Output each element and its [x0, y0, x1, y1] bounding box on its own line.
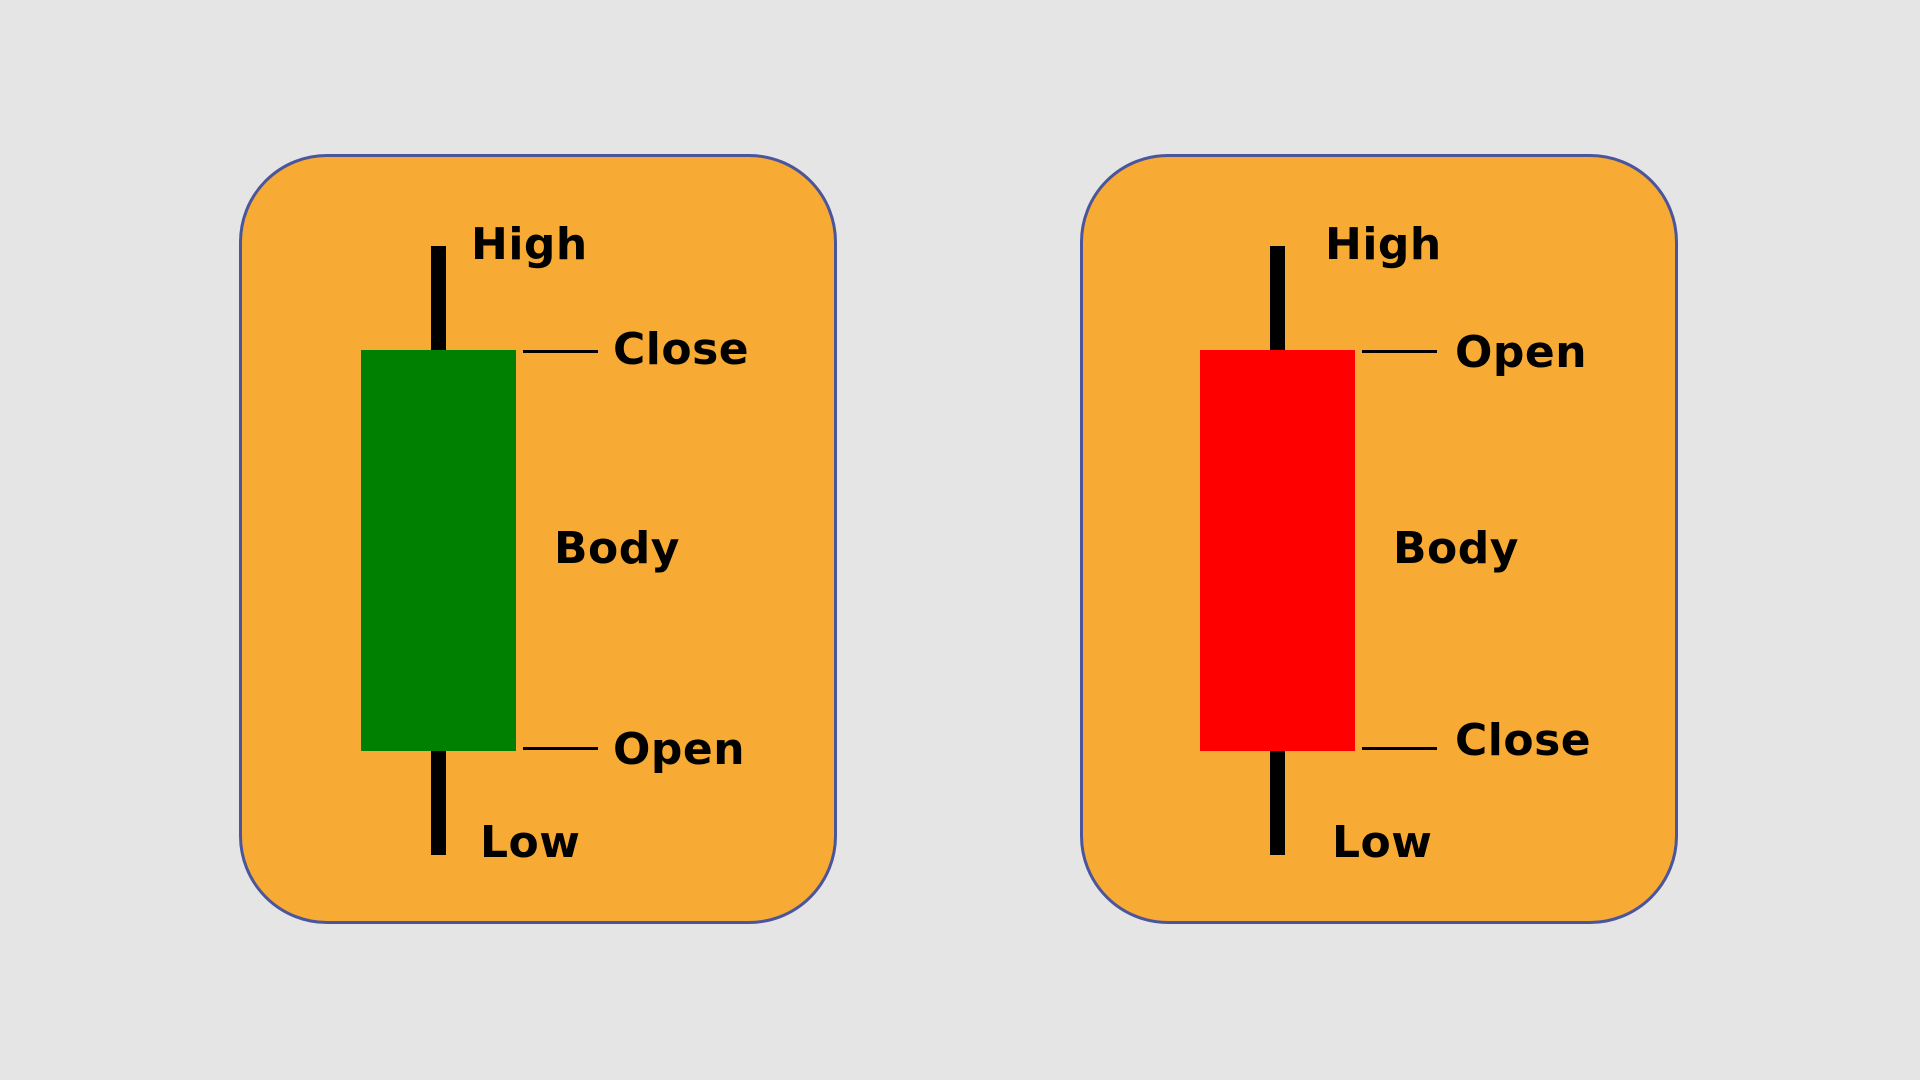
- bullish-high-label: High: [471, 219, 588, 270]
- bullish-open-tick: [523, 747, 598, 750]
- bearish-upper-wick: [1270, 246, 1285, 352]
- bearish-high-label: High: [1325, 219, 1442, 270]
- bearish-body-label: Body: [1393, 523, 1519, 574]
- bearish-open-label: Open: [1455, 327, 1588, 378]
- bullish-body-label: Body: [554, 523, 680, 574]
- bullish-candle-body: [361, 350, 516, 751]
- bullish-candle-card: [239, 154, 837, 924]
- bearish-lower-wick: [1270, 750, 1285, 855]
- bullish-lower-wick: [431, 750, 446, 855]
- bearish-low-label: Low: [1332, 817, 1433, 868]
- bearish-close-tick: [1362, 747, 1437, 750]
- bullish-close-tick: [523, 350, 598, 353]
- bullish-upper-wick: [431, 246, 446, 352]
- bearish-close-label: Close: [1455, 715, 1592, 766]
- bullish-low-label: Low: [480, 817, 581, 868]
- bearish-candle-body: [1200, 350, 1355, 751]
- bearish-candle-card: [1080, 154, 1678, 924]
- bearish-open-tick: [1362, 350, 1437, 353]
- bullish-close-label: Close: [613, 324, 750, 375]
- bullish-open-label: Open: [613, 724, 746, 775]
